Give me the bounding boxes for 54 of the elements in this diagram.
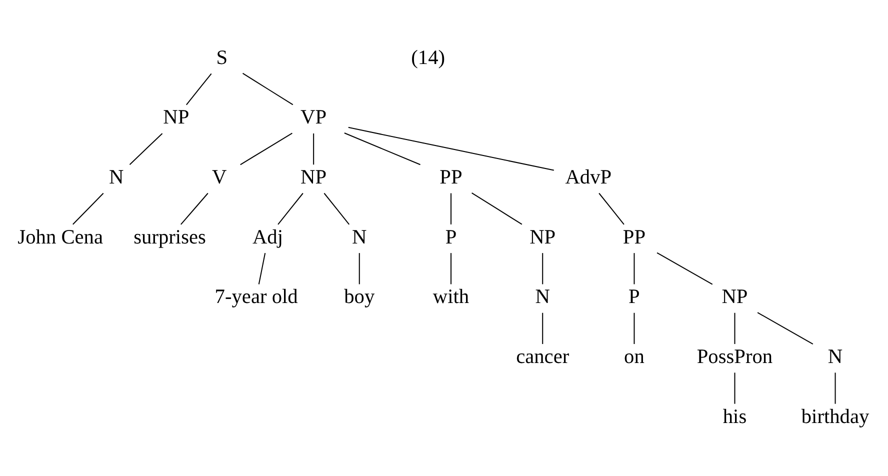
node-text: AdvP <box>565 166 612 188</box>
connector <box>450 192 452 224</box>
node-text: 7-year old <box>214 286 298 308</box>
node-text: N <box>828 345 843 368</box>
node-text: NP <box>163 106 190 128</box>
connector <box>258 252 266 284</box>
connector <box>242 72 294 105</box>
node-text: his <box>722 405 747 428</box>
node-text: John Cena <box>18 226 104 248</box>
node-text: PP <box>622 226 646 248</box>
node-text: NP <box>300 166 327 188</box>
node-text: P <box>445 226 457 248</box>
connector <box>634 252 635 284</box>
node-text: boy <box>344 286 375 308</box>
connector <box>186 72 212 105</box>
connector <box>180 192 208 224</box>
node-text: NP <box>530 226 556 248</box>
connector <box>542 252 544 284</box>
connector <box>656 252 713 284</box>
node-text: PP <box>440 166 462 188</box>
connector <box>734 312 736 344</box>
connector <box>598 192 624 224</box>
node-text: V <box>212 166 227 188</box>
connector <box>834 372 836 404</box>
connector <box>240 132 292 165</box>
connector <box>129 132 163 164</box>
connector <box>72 192 104 224</box>
node-text: N <box>535 286 550 308</box>
connector <box>358 252 360 284</box>
node-text: N <box>352 226 367 248</box>
node-text: VP <box>300 106 327 128</box>
connector <box>450 252 452 284</box>
connector <box>734 372 736 404</box>
connector <box>313 132 314 164</box>
connector <box>344 132 420 165</box>
node-text: on <box>624 345 644 368</box>
node-text: NP <box>722 286 748 308</box>
node-text: S <box>216 46 228 68</box>
node-text: birthday <box>801 405 870 428</box>
node-text: cancer <box>516 345 570 368</box>
connector <box>634 312 635 344</box>
label: (14) <box>411 46 446 68</box>
connector <box>757 312 814 344</box>
node-text: N <box>108 166 124 188</box>
connector <box>278 192 304 224</box>
connector <box>472 192 522 224</box>
node-text: surprises <box>134 226 206 248</box>
node-text: with <box>432 286 470 308</box>
node-text: P <box>628 286 640 308</box>
node-text: PossPron <box>696 345 773 368</box>
connector <box>324 192 350 224</box>
node-text: Adj <box>252 226 284 248</box>
connector <box>542 312 544 344</box>
connector <box>348 126 554 170</box>
